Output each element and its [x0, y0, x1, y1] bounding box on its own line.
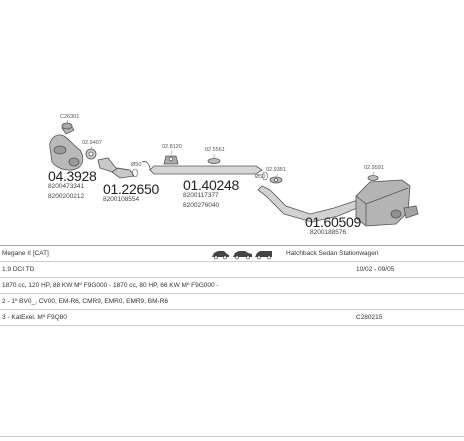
hanger-02-9591 — [367, 175, 379, 181]
info-row-engine: 1.9 DCI TD 10/02 - 09/05 — [0, 262, 464, 278]
rear-muffler — [355, 179, 419, 227]
info-row-model: Megane II [CAT] Hatchback Sedan Stationw… — [0, 246, 464, 262]
label-clamp-c26301: C26301 — [60, 114, 80, 120]
model-name: Megane II [CAT] — [2, 250, 49, 257]
catalyst-note: 3 - KatExel. Mº F9Q80 — [2, 314, 67, 321]
hanger-02-9351 — [269, 176, 283, 184]
oem-ref-8200188576: 8200188576 — [310, 229, 347, 236]
part-number-01-22650: 01.22650 — [103, 181, 159, 197]
catalyst-code: C280215 — [356, 314, 383, 321]
exhaust-diagram — [49, 119, 419, 227]
engine-name: 1.9 DCI TD — [2, 266, 35, 273]
part-number-01-40248: 01.40248 — [183, 177, 239, 193]
ring-o50-b — [262, 171, 268, 181]
label-gasket-02-9407: 02.9407 — [82, 140, 102, 146]
part-number-04-3928: 04.3928 — [48, 168, 97, 184]
label-ring-o50-b: Ø50 — [255, 174, 266, 180]
production-years: 10/02 - 09/05 — [356, 266, 395, 273]
ring-o50-a — [132, 168, 138, 178]
gasket-02-9407 — [85, 148, 97, 160]
label-clamp-02-5561: 02.5561 — [205, 147, 225, 153]
clamp-02-5561 — [207, 158, 221, 164]
catalyst-manifold — [49, 123, 84, 171]
label-ring-o50-a: Ø50 — [131, 162, 142, 168]
info-row-kat: 3 - KatExel. Mº F9Q80 C280215 — [0, 310, 464, 326]
info-row-codes: 2 - 1º BV0_, CV00, EM-R6, CMR9, EMR0, EM… — [0, 294, 464, 310]
mount-02-8120 — [163, 155, 179, 165]
label-hanger-02-9591: 02.9591 — [364, 165, 384, 171]
body-types: Hatchback Sedan Stationwagen — [286, 250, 379, 257]
oem-ref-8200200212: 8200200212 — [48, 193, 85, 200]
oem-ref-8200108554: 8200108554 — [103, 196, 140, 203]
part-number-01-60509: 01.60509 — [305, 214, 361, 230]
info-empty-area — [0, 326, 464, 437]
oem-ref-8200117377: 8200117377 — [183, 192, 219, 199]
car-body-icons — [212, 251, 272, 260]
engine-power: 1870 cc, 120 HP, 88 KW Mº F9G000 - 1870 … — [2, 282, 219, 289]
middle-pipe — [141, 161, 263, 175]
label-hanger-02-9351: 02.9351 — [266, 167, 286, 173]
oem-ref-8200276040: 8200276040 — [183, 202, 220, 209]
front-pipe — [97, 157, 135, 179]
gearbox-codes: 2 - 1º BV0_, CV00, EM-R6, CMR9, EMR0, EM… — [2, 298, 169, 305]
info-row-power: 1870 cc, 120 HP, 88 KW Mº F9G000 - 1870 … — [0, 278, 464, 294]
oem-ref-8200473341: 8200473341 — [48, 183, 85, 190]
label-mount-02-8120: 02.8120 — [162, 144, 182, 150]
clamp-c26301 — [61, 122, 73, 130]
vehicle-info-table: Megane II [CAT] Hatchback Sedan Stationw… — [0, 245, 464, 437]
